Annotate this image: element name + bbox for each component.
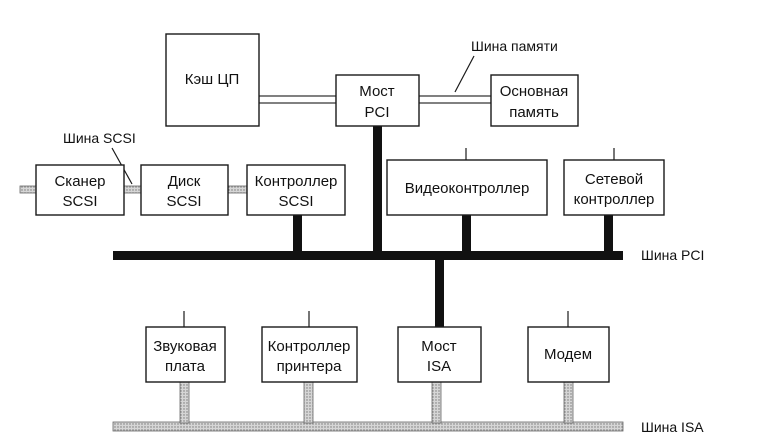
video-controller-label: Видеоконтроллер <box>405 180 530 197</box>
scsi-bus-left-end <box>19 185 37 194</box>
isa-bridge-box: Мост ISA <box>397 326 482 383</box>
isa-bridge-label-2: ISA <box>427 358 451 375</box>
isa-bus <box>112 421 624 432</box>
network-controller-box: Сетевой контроллер <box>563 159 665 216</box>
sound-card-label-2: плата <box>165 358 206 375</box>
isa-stub-modem <box>563 381 574 424</box>
pci-stub-video <box>462 214 471 252</box>
pci-stub-bridge <box>373 125 382 252</box>
scsi-scanner-box: Сканер SCSI <box>35 164 125 216</box>
sound-card-box: Звуковая плата <box>145 326 226 383</box>
sound-card-label-1: Звуковая <box>153 338 217 355</box>
video-controller-box: Видеоконтроллер <box>386 159 548 216</box>
memory-bus-cpu <box>258 95 337 104</box>
isa-bridge-label-1: Мост <box>421 338 457 355</box>
pci-stub-isa-bridge <box>435 259 444 327</box>
printer-controller-label-1: Контроллер <box>268 338 351 355</box>
pci-bridge-label-2: PCI <box>364 104 389 121</box>
isa-stub-printer <box>303 381 314 424</box>
scsi-bus-scanner-disk <box>123 185 142 194</box>
scsi-scanner-label-2: SCSI <box>62 193 97 210</box>
isa-bus-label: Шина ISA <box>641 419 704 435</box>
pci-stub-network <box>604 214 613 252</box>
scsi-disk-box: Диск SCSI <box>140 164 229 216</box>
scsi-bus-disk-ctrl <box>227 185 248 194</box>
network-controller-label-1: Сетевой <box>585 171 643 188</box>
isa-stub-sound <box>179 381 190 424</box>
network-controller-label-2: контроллер <box>574 191 655 208</box>
scsi-scanner-label-1: Сканер <box>54 173 105 190</box>
pci-bus-label: Шина PCI <box>641 247 704 263</box>
memory-bus-pointer <box>454 55 475 93</box>
modem-box: Модем <box>527 326 610 383</box>
pci-bridge-box: Мост PCI <box>335 74 420 127</box>
pci-stub-scsi <box>293 214 302 252</box>
scsi-disk-label-1: Диск <box>168 173 201 190</box>
scsi-controller-label-2: SCSI <box>278 193 313 210</box>
pci-bridge-label-1: Мост <box>359 83 395 100</box>
cpu-cache-label: Кэш ЦП <box>185 71 239 88</box>
main-memory-label-1: Основная <box>500 83 569 100</box>
main-memory-label-2: память <box>509 104 559 121</box>
scsi-bus-label: Шина SCSI <box>63 130 136 146</box>
printer-controller-box: Контроллер принтера <box>261 326 358 383</box>
memory-bus-main <box>418 95 492 104</box>
isa-stub-bridge <box>431 381 442 424</box>
scsi-disk-label-2: SCSI <box>166 193 201 210</box>
modem-label: Модем <box>544 346 592 363</box>
main-memory-box: Основная память <box>490 74 579 127</box>
printer-controller-label-2: принтера <box>277 358 343 375</box>
memory-bus-label: Шина памяти <box>471 38 558 54</box>
pci-bus <box>113 251 623 260</box>
cpu-cache-box: Кэш ЦП <box>165 33 260 127</box>
scsi-controller-box: Контроллер SCSI <box>246 164 346 216</box>
scsi-controller-label-1: Контроллер <box>255 173 338 190</box>
